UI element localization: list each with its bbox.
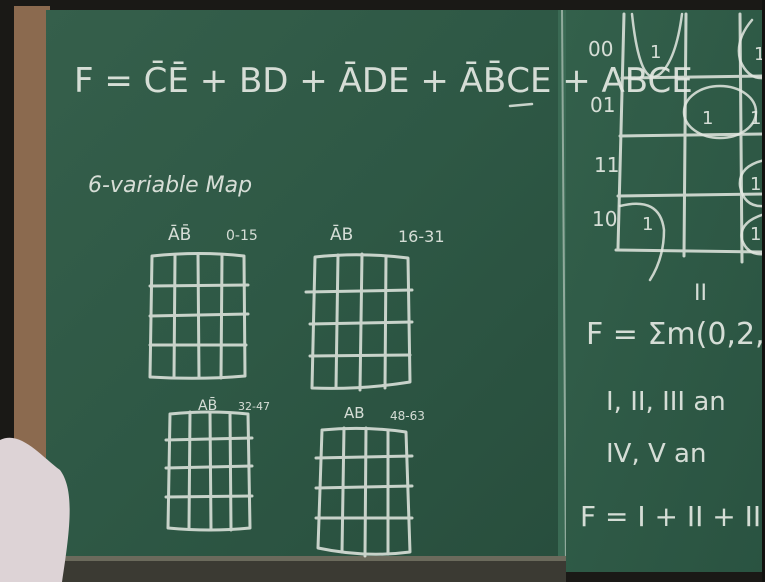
left-board	[46, 10, 560, 558]
cell-one: 1	[702, 108, 713, 129]
kmap-grid-1	[148, 252, 250, 380]
map-range-3: 32-47	[238, 400, 270, 413]
group-label: II	[694, 281, 707, 306]
kmap-grid-4	[314, 426, 414, 558]
map-range-4: 48-63	[390, 409, 425, 423]
cell-one: 1	[750, 224, 761, 245]
map-heading: 6-variable Map	[88, 173, 252, 198]
kmap-grid-3	[164, 410, 254, 532]
cell-one: 1	[650, 42, 661, 63]
cloth	[0, 437, 70, 582]
map-label-3: AB̄	[198, 396, 217, 414]
map-label-2: ĀB	[330, 223, 353, 245]
row-label-00: 00	[588, 37, 613, 61]
implicant-line-a: I, II, III an	[606, 387, 726, 417]
row-label-11: 11	[594, 153, 619, 177]
cell-one: 1	[754, 44, 765, 65]
final-equation: F = I + II + III	[580, 500, 765, 533]
kmap-grid-2	[304, 252, 414, 392]
map-range-1: 0-15	[226, 228, 258, 244]
implicant-line-b: IV, V an	[606, 439, 706, 469]
formula: F = C̄Ē + BD + ĀDE + ĀB̄CE + ABCE	[74, 60, 693, 101]
row-label-01: 01	[590, 93, 615, 117]
minterm-equation: F = Σm(0,2,3	[586, 317, 765, 352]
map-label-1: ĀB̄	[168, 223, 191, 245]
map-label-4: AB	[344, 404, 365, 422]
cell-one: 1	[642, 214, 653, 235]
map-range-2: 16-31	[398, 227, 445, 246]
right-board	[566, 10, 765, 572]
row-label-10: 10	[592, 207, 617, 231]
cell-one: 1	[750, 108, 761, 129]
cell-one: 1	[750, 174, 761, 195]
